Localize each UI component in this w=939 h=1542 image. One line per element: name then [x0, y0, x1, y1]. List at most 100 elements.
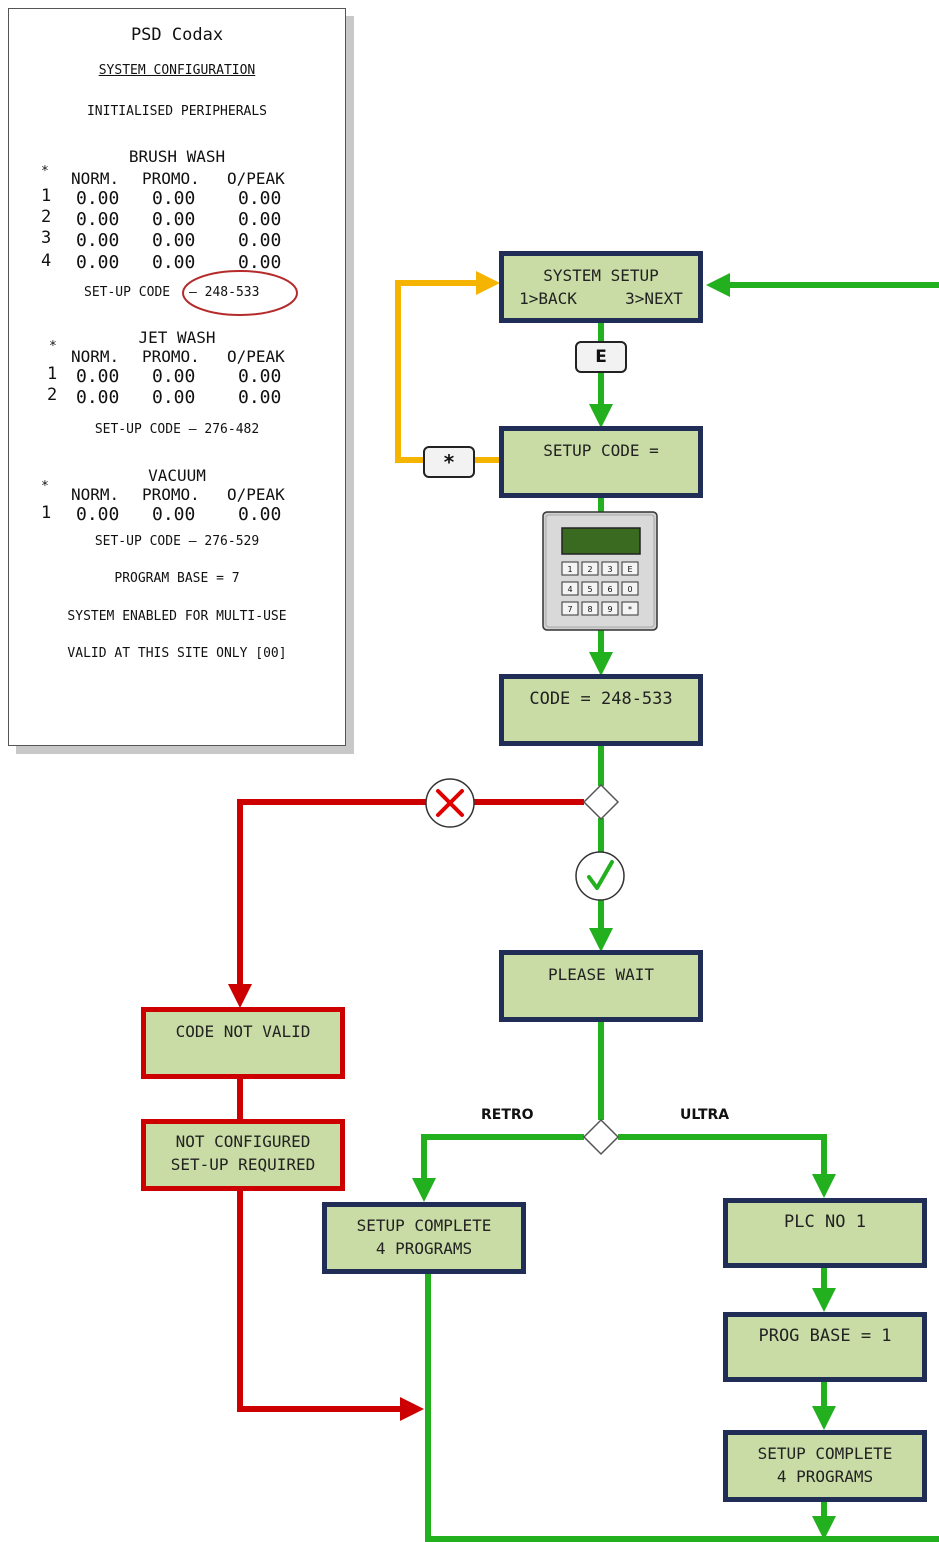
retro-setup-complete-screen: SETUP COMPLETE 4 PROGRAMS: [322, 1202, 526, 1274]
svg-text:6: 6: [607, 585, 612, 594]
vacuum-row-index: 1: [41, 503, 52, 523]
keypad-key: *: [621, 601, 639, 616]
please-wait-line: PLEASE WAIT: [548, 965, 654, 984]
brush-row-value: 0.00: [76, 252, 120, 273]
brush-row-value: 0.00: [76, 188, 120, 209]
code-highlight-ellipse: [182, 270, 298, 316]
brush-row-value: 0.00: [76, 209, 120, 230]
reject-x-icon: [425, 778, 475, 828]
keypad-key: E: [621, 561, 639, 576]
svg-text:8: 8: [587, 605, 592, 614]
brush-wash-star: *: [41, 164, 49, 179]
brush-col-norm: NORM.: [71, 169, 120, 188]
brush-row-value: 0.00: [238, 209, 282, 230]
vacuum-row-value: 0.00: [238, 504, 282, 525]
svg-text:1: 1: [567, 565, 572, 574]
code-not-valid-line: CODE NOT VALID: [175, 1022, 311, 1041]
setup-code-screen: SETUP CODE =: [499, 426, 703, 498]
vacuum-col-opeak: O/PEAK: [227, 485, 285, 504]
green-arrowhead: [812, 1174, 836, 1198]
jet-setup-code: SET-UP CODE – 276-482: [94, 422, 260, 437]
code-entered-line: CODE = 248-533: [529, 689, 673, 709]
green-line: [618, 1134, 827, 1176]
brush-row-value: 0.00: [238, 188, 282, 209]
ultra-complete-line1: SETUP COMPLETE: [757, 1444, 893, 1463]
green-arrowhead: [812, 1516, 836, 1540]
green-arrowhead: [812, 1288, 836, 1312]
brush-row-value: 0.00: [152, 209, 196, 230]
brush-setup-code-value: – 248-533: [189, 285, 260, 300]
jet-row-value: 0.00: [238, 387, 282, 408]
system-setup-screen: SYSTEM SETUP 1>BACK 3>NEXT: [499, 251, 703, 323]
not-configured-line1: NOT CONFIGURED: [175, 1132, 311, 1151]
ultra-setup-complete-screen: SETUP COMPLETE 4 PROGRAMS: [723, 1430, 927, 1502]
prog-base-line: PROG BASE = 1: [758, 1326, 892, 1346]
star-key-button[interactable]: *: [423, 446, 475, 478]
jet-row-value: 0.00: [152, 387, 196, 408]
brush-row-index: 2: [41, 207, 52, 227]
jet-wash-star: *: [49, 339, 57, 354]
decision-diamond: [582, 1118, 620, 1156]
keypad-key: 9: [601, 601, 619, 616]
svg-text:*: *: [628, 605, 632, 614]
receipt-heading: SYSTEM CONFIGURATION: [98, 63, 256, 78]
keypad-key: 2: [581, 561, 599, 576]
decision-diamond: [582, 783, 620, 821]
keypad-key: 7: [561, 601, 579, 616]
keypad-key: 3: [601, 561, 619, 576]
orange-arrowhead: [476, 271, 500, 295]
jet-col-norm: NORM.: [71, 347, 120, 366]
svg-text:9: 9: [607, 605, 612, 614]
orange-loop-line: [395, 280, 500, 463]
svg-text:7: 7: [567, 605, 572, 614]
green-arrowhead: [812, 1406, 836, 1430]
keypad-key: 6: [601, 581, 619, 596]
plc-no-screen: PLC NO 1: [723, 1198, 927, 1268]
retro-branch-label: RETRO: [481, 1107, 534, 1123]
green-arrowhead: [706, 273, 730, 297]
brush-row-index: 1: [41, 186, 52, 206]
configuration-receipt: PSD Codax SYSTEM CONFIGURATION INITIALIS…: [8, 8, 346, 746]
brush-row-value: 0.00: [238, 230, 282, 251]
valid-site-note: VALID AT THIS SITE ONLY [00]: [67, 646, 287, 661]
red-line: [237, 1188, 402, 1412]
brush-row-value: 0.00: [152, 188, 196, 209]
e-key-button[interactable]: E: [575, 341, 627, 373]
code-not-valid-screen: CODE NOT VALID: [141, 1007, 345, 1079]
brush-setup-code-label: SET-UP CODE: [84, 285, 171, 300]
brush-wash-title: BRUSH WASH: [128, 147, 226, 166]
ultra-branch-label: ULTRA: [680, 1107, 730, 1123]
not-configured-line2: SET-UP REQUIRED: [170, 1155, 316, 1174]
keypad-key: 4: [561, 581, 579, 596]
program-base: PROGRAM BASE = 7: [114, 571, 240, 586]
green-arrowhead: [412, 1178, 436, 1202]
brush-col-promo: PROMO.: [142, 169, 200, 188]
ultra-complete-line2: 4 PROGRAMS: [776, 1467, 874, 1486]
vacuum-setup-code: SET-UP CODE – 276-529: [94, 534, 260, 549]
jet-row-index: 2: [47, 385, 58, 405]
keypad-key: 0: [621, 581, 639, 596]
receipt-subheading: INITIALISED PERIPHERALS: [86, 104, 267, 119]
brush-row-value: 0.00: [76, 230, 120, 251]
keypad-key: 1: [561, 561, 579, 576]
brush-row-index: 4: [41, 251, 52, 271]
jet-row-value: 0.00: [76, 366, 120, 387]
jet-row-value: 0.00: [152, 366, 196, 387]
jet-wash-title: JET WASH: [138, 328, 216, 347]
keypad-key: 8: [581, 601, 599, 616]
jet-row-value: 0.00: [76, 387, 120, 408]
svg-text:2: 2: [587, 565, 592, 574]
retro-complete-line1: SETUP COMPLETE: [356, 1216, 492, 1235]
red-arrowhead: [228, 984, 252, 1008]
keypad-key: 5: [581, 581, 599, 596]
vacuum-col-promo: PROMO.: [142, 485, 200, 504]
vacuum-title: VACUUM: [148, 466, 206, 485]
svg-text:3: 3: [607, 565, 612, 574]
jet-col-opeak: O/PEAK: [227, 347, 285, 366]
green-arrowhead: [589, 652, 613, 676]
vacuum-col-norm: NORM.: [71, 485, 120, 504]
green-arrowhead: [589, 404, 613, 428]
